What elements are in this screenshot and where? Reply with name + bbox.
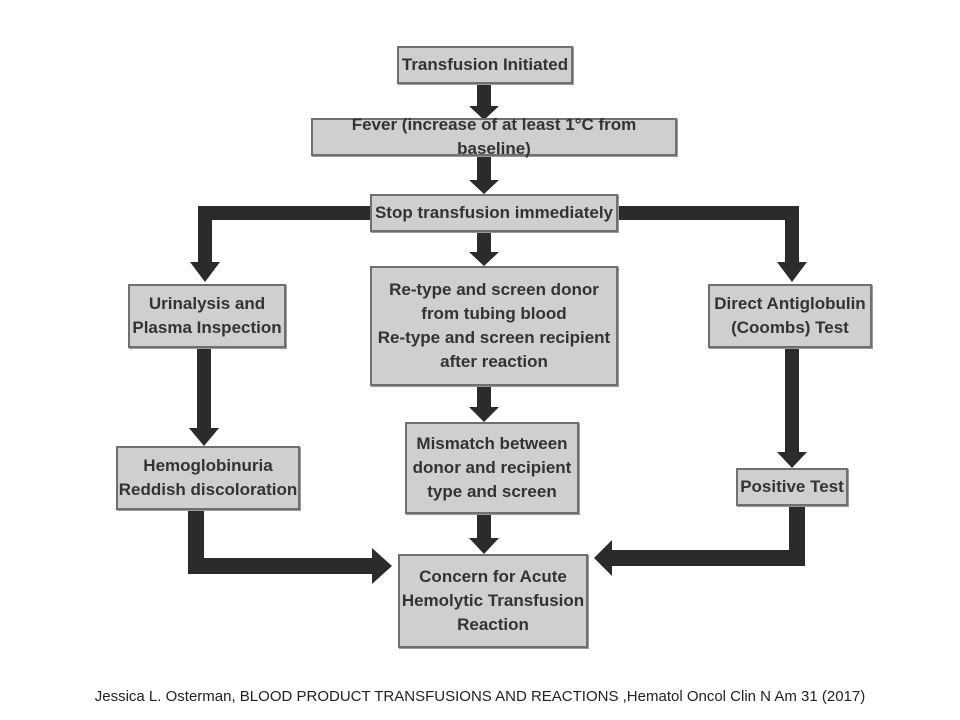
arrow-positive-to-concern <box>594 506 805 576</box>
citation-caption: Jessica L. Osterman, BLOOD PRODUCT TRANS… <box>94 688 866 705</box>
arrow-fever-to-stop <box>469 156 499 194</box>
arrow-stop-to-retype <box>469 232 499 266</box>
node-fever: Fever (increase of at least 1°C from bas… <box>311 115 677 158</box>
arrow-stop-to-dat <box>618 206 807 282</box>
arrow-initiated-to-fever <box>469 84 499 120</box>
node-concern-ahtr: Concern for Acute Hemolytic Transfusion … <box>398 554 588 648</box>
arrow-urinalysis-to-hemoglobinuria <box>189 348 219 446</box>
arrow-dat-to-positive <box>777 348 807 468</box>
arrow-mismatch-to-concern <box>469 514 499 554</box>
arrow-stop-to-urinalysis <box>190 206 370 282</box>
node-hemoglobinuria: Hemoglobinuria Reddish discoloration <box>116 446 300 510</box>
node-mismatch: Mismatch between donor and recipient typ… <box>405 422 579 514</box>
arrow-hemoglobinuria-to-concern <box>188 510 392 584</box>
node-urinalysis: Urinalysis and Plasma Inspection <box>128 284 286 348</box>
node-positive-test: Positive Test <box>736 468 848 506</box>
node-direct-antiglobulin-test: Direct Antiglobulin (Coombs) Test <box>708 284 872 348</box>
node-stop-transfusion: Stop transfusion immediately <box>370 194 618 232</box>
node-retype-screen: Re-type and screen donor from tubing blo… <box>370 266 618 386</box>
arrow-retype-to-mismatch <box>469 386 499 422</box>
node-transfusion-initiated: Transfusion Initiated <box>397 46 573 84</box>
